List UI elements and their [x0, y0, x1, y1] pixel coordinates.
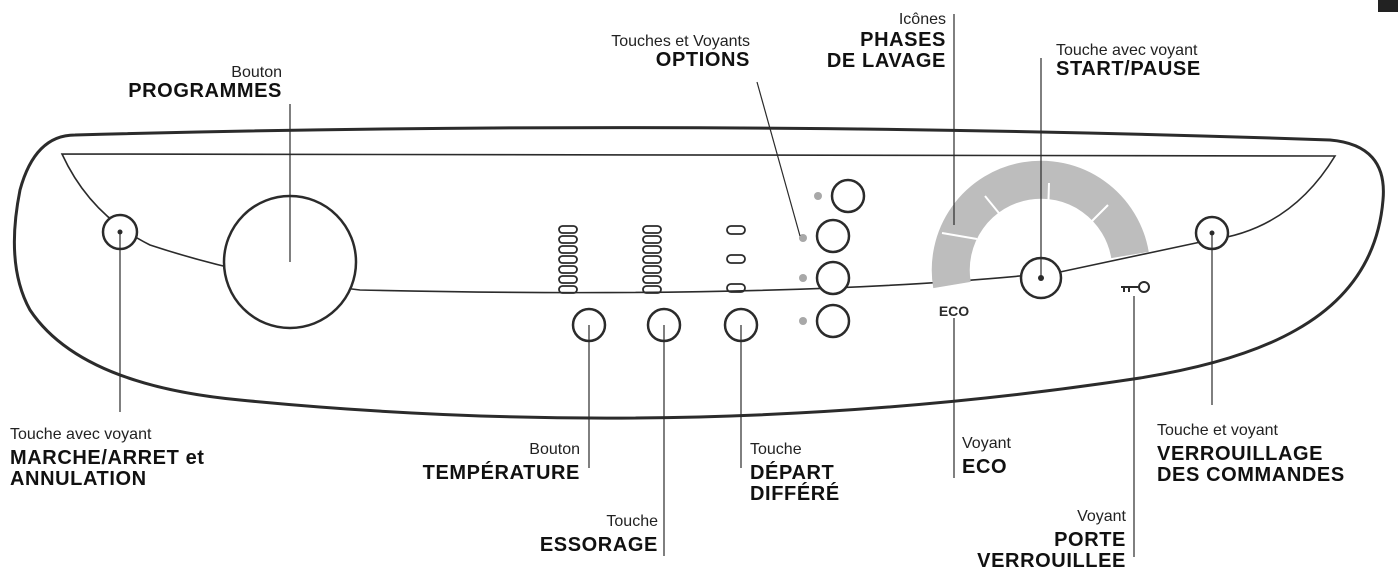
leader-lines — [119, 14, 1213, 557]
option-button[interactable] — [830, 178, 866, 214]
panel-outline — [12, 126, 1385, 420]
label-delay-start: Touche DÉPART DIFFÉRÉ — [750, 441, 840, 505]
key-icon — [1121, 281, 1150, 293]
label-options-small: Touches et Voyants — [611, 33, 750, 50]
label-eco-small: Voyant — [962, 435, 1011, 452]
label-eco: Voyant ECO — [962, 435, 1011, 479]
label-spin: Touche ESSORAGE — [480, 513, 658, 557]
eco-indicator-text: ECO — [939, 303, 969, 319]
label-phases-bold-2: DE LAVAGE — [826, 49, 946, 72]
label-door-bold-1: PORTE — [1054, 529, 1126, 552]
option-button[interactable] — [815, 260, 851, 296]
label-phases-bold-1: PHASES — [860, 29, 946, 52]
option-button[interactable] — [815, 218, 851, 254]
label-delay-small: Touche — [750, 441, 802, 458]
label-door-lock: Voyant PORTE VERROUILLEE — [940, 508, 1126, 572]
label-spin-bold: ESSORAGE — [539, 534, 658, 557]
delay-led-column — [726, 225, 746, 293]
label-power-small: Touche avec voyant — [10, 426, 152, 443]
spin-led-column — [642, 225, 662, 294]
label-power-bold-2: ANNULATION — [10, 467, 147, 490]
label-options: Touches et Voyants OPTIONS — [540, 33, 750, 72]
label-temperature: Bouton TEMPÉRATURE — [380, 441, 580, 485]
label-spin-small: Touche — [606, 513, 658, 530]
wash-phase-arc — [931, 160, 1149, 289]
label-start-pause-small: Touche avec voyant — [1056, 42, 1198, 59]
label-power: Touche avec voyant MARCHE/ARRET et ANNUL… — [10, 426, 205, 490]
label-delay-bold-1: DÉPART — [750, 462, 835, 485]
option-dot — [799, 274, 807, 282]
label-phases-small: Icônes — [898, 11, 946, 28]
label-temperature-bold: TEMPÉRATURE — [422, 462, 580, 485]
label-start-pause: Touche avec voyant START/PAUSE — [1056, 42, 1201, 81]
label-child-lock-bold-2: DES COMMANDES — [1157, 463, 1345, 486]
label-programs-bold: PROGRAMMES — [128, 80, 282, 103]
label-door-bold-2: VERROUILLEE — [977, 549, 1126, 572]
label-options-bold: OPTIONS — [655, 49, 750, 72]
label-delay-bold-2: DIFFÉRÉ — [750, 482, 840, 505]
option-button[interactable] — [815, 303, 851, 339]
option-dot — [799, 317, 807, 325]
label-programs: Bouton PROGRAMMES — [92, 64, 282, 103]
label-door-small: Voyant — [1077, 508, 1126, 525]
option-dot — [814, 192, 822, 200]
temperature-led-column — [558, 225, 578, 294]
label-start-pause-bold: START/PAUSE — [1056, 58, 1201, 81]
wash-phase-separators — [941, 182, 1109, 240]
label-temperature-small: Bouton — [529, 441, 580, 458]
label-child-lock: Touche et voyant VERROUILLAGE DES COMMAN… — [1157, 422, 1345, 486]
label-power-bold-1: MARCHE/ARRET et — [10, 447, 205, 470]
option-dot — [799, 234, 807, 242]
label-child-lock-small: Touche et voyant — [1157, 422, 1278, 439]
corner-tab — [1378, 0, 1398, 12]
label-wash-phases: Icônes PHASES DE LAVAGE — [780, 11, 946, 72]
label-programs-small: Bouton — [231, 64, 282, 81]
option-buttons — [799, 178, 866, 339]
label-child-lock-bold-1: VERROUILLAGE — [1157, 443, 1324, 466]
label-eco-bold: ECO — [962, 456, 1008, 479]
